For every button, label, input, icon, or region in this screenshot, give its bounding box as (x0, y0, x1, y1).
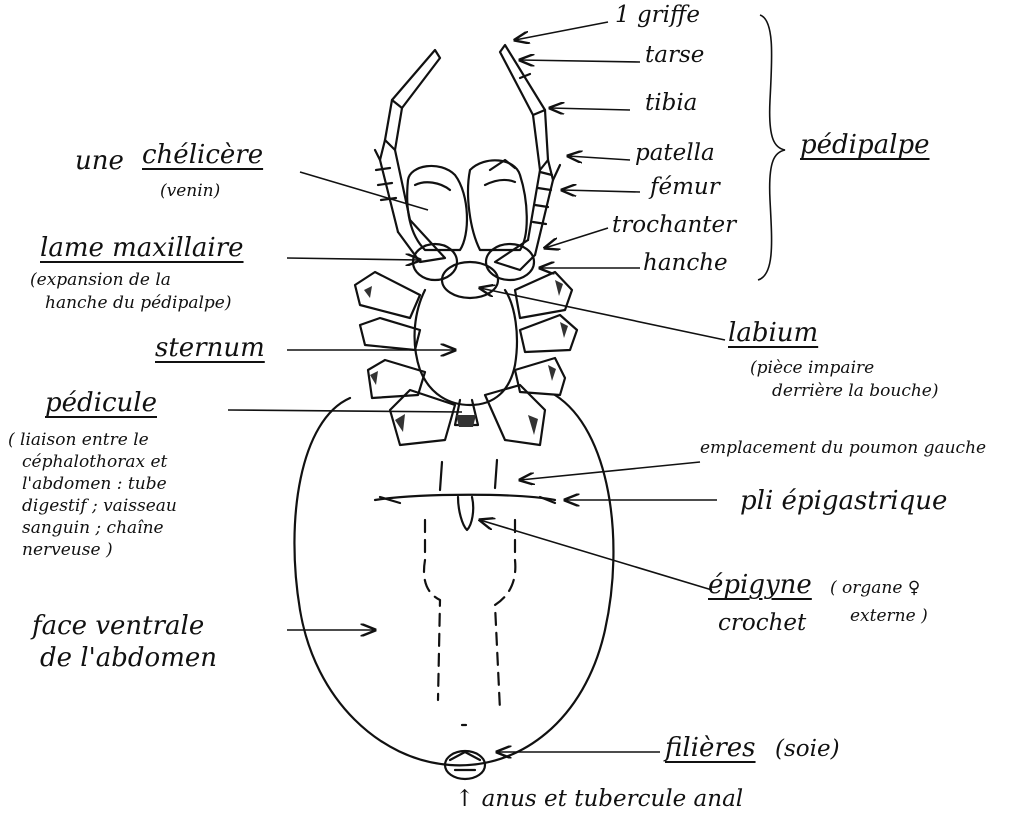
label-face-ventrale-1: face ventrale (32, 613, 204, 639)
label-femur: fémur (650, 176, 720, 199)
label-lame-maxillaire: lame maxillaire (40, 235, 244, 261)
label-hanche: hanche (643, 252, 728, 275)
label-labium: labium (728, 320, 818, 346)
label-pedicule-note-5: sanguin ; chaîne (22, 518, 164, 538)
left-chelicera (407, 166, 467, 250)
label-filieres-note: (soie) (775, 738, 840, 761)
epigyne-shape (458, 497, 473, 530)
label-tibia: tibia (645, 92, 697, 115)
label-pedicule-note-3: l'abdomen : tube (22, 474, 167, 494)
labium-shape (442, 262, 498, 298)
label-epigyne-note-2: externe ) (850, 606, 928, 626)
label-sternum: sternum (155, 335, 265, 361)
label-pedipalpe: pédipalpe (800, 132, 929, 158)
label-pedicule-note-6: nerveuse ) (22, 540, 113, 560)
label-chelicere-note: (venin) (160, 183, 220, 200)
label-labium-note-2: derrière la bouche) (772, 381, 939, 401)
pedipalpe-brace (758, 15, 785, 280)
label-poumon: emplacement du poumon gauche (700, 440, 986, 457)
label-pli: pli épigastrique (740, 488, 947, 514)
label-filieres: filières (665, 735, 756, 761)
label-une: une (75, 148, 124, 174)
label-anus: ↑ anus et tubercule anal (455, 788, 743, 811)
label-crochet: crochet (718, 612, 806, 635)
label-lame-maxillaire-note-1: (expansion de la (30, 270, 171, 290)
label-patella: patella (635, 142, 715, 165)
sternum-shape (415, 290, 517, 405)
label-chelicere: chélicère (142, 142, 263, 168)
label-epigyne: épigyne (708, 572, 812, 598)
right-pedipalp (495, 45, 560, 270)
label-epigyne-note-1: ( organe ♀ (830, 578, 920, 598)
label-pedicule: pédicule (45, 390, 157, 416)
label-tarse: tarse (645, 44, 704, 67)
label-face-ventrale-2: de l'abdomen (40, 645, 217, 671)
label-griffe: 1 griffe (615, 4, 700, 27)
right-chelicera (468, 160, 527, 250)
left-pedipalp (375, 50, 445, 262)
label-pedicule-note-2: céphalothorax et (22, 452, 167, 472)
label-pedicule-note-4: digestif ; vaisseau (22, 496, 177, 516)
epigastric-fold (375, 495, 555, 500)
label-lame-maxillaire-note-2: hanche du pédipalpe) (45, 293, 232, 313)
label-labium-note-1: (pièce impaire (750, 358, 874, 378)
abdomen-outline (294, 395, 613, 765)
label-pedicule-note-1: ( liaison entre le (8, 430, 149, 450)
label-trochanter: trochanter (612, 214, 736, 237)
